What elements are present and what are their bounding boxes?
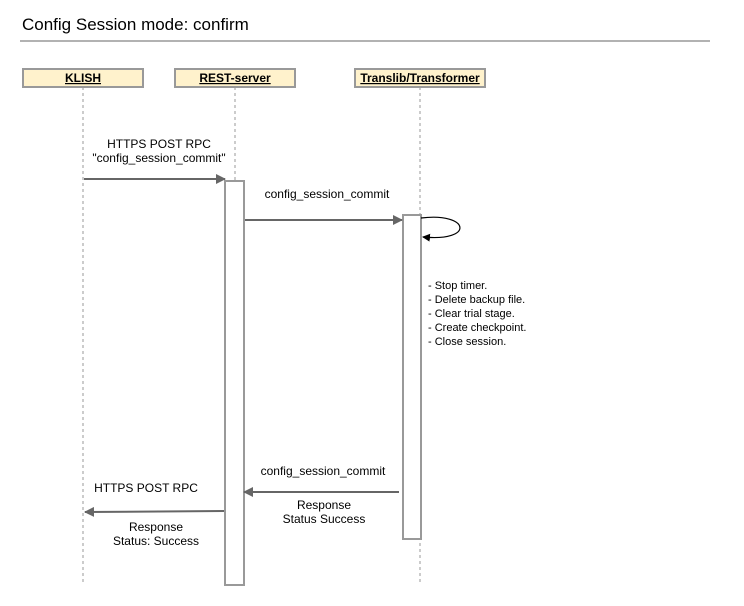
actor-klish-label: KLISH xyxy=(65,71,101,85)
msg-https-post-line2: "config_session_commit" xyxy=(92,151,225,165)
step-item: - Delete backup file. xyxy=(428,294,525,306)
msg-reply-response-line2: Status Success xyxy=(283,512,366,526)
msg-commit-reply: config_session_commit xyxy=(261,464,386,478)
diagram-title: Config Session mode: confirm xyxy=(22,15,249,34)
msg-commit-request: config_session_commit xyxy=(265,187,390,201)
steps-note: - Stop timer. - Delete backup file. - Cl… xyxy=(428,280,526,348)
msg-https-post-line1: HTTPS POST RPC xyxy=(107,137,211,151)
step-item: - Create checkpoint. xyxy=(428,322,526,334)
actor-klish: KLISH xyxy=(22,68,144,88)
step-item: - Clear trial stage. xyxy=(428,308,515,320)
step-item: - Close session. xyxy=(428,336,506,348)
activation-rest-server xyxy=(224,180,245,586)
msg-https-post-reply: HTTPS POST RPC xyxy=(94,481,198,495)
msg-reply-response-line1: Response xyxy=(297,498,351,512)
actor-translib-label: Translib/Transformer xyxy=(360,71,480,85)
actor-translib: Translib/Transformer xyxy=(354,68,486,88)
self-call-arrow xyxy=(420,216,461,242)
msg-final-response-line2: Status: Success xyxy=(113,534,199,548)
step-item: - Stop timer. xyxy=(428,280,487,292)
msg-final-response-line1: Response xyxy=(129,520,183,534)
actor-rest-server: REST-server xyxy=(174,68,296,88)
activation-translib xyxy=(402,214,422,540)
arrow-rest-to-klish xyxy=(84,506,225,517)
actor-rest-server-label: REST-server xyxy=(199,71,271,85)
